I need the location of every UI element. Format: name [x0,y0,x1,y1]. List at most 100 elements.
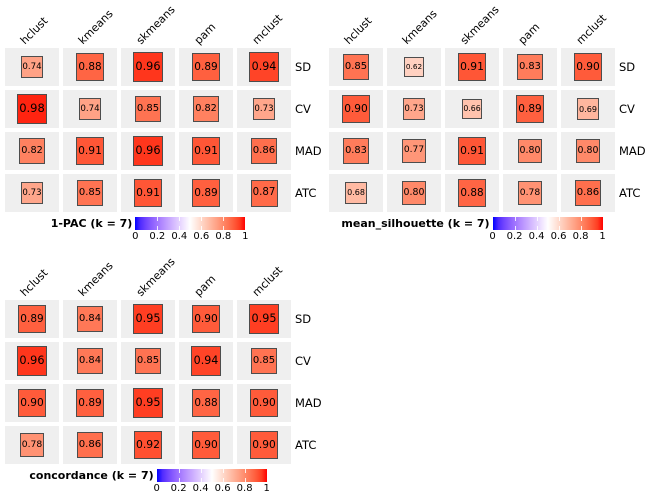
colorbar-tick-mark [536,217,538,221]
colorbar-tick-label: 0.8 [572,231,589,242]
row-label-atc: ATC [619,186,641,200]
heatmap-cell: 0.84 [63,342,117,380]
heatmap-cell: 0.90 [561,48,615,86]
colorbar-tick-mark [536,226,538,230]
column-label-pam: pam [191,20,219,47]
cell-value: 0.94 [251,60,277,74]
colorbar-gradient [135,217,246,230]
cell-value: 0.88 [78,60,102,73]
value-square: 0.80 [517,138,543,164]
legend-title: 1-PAC (k = 7) [50,217,133,230]
value-square: 0.62 [404,57,424,77]
cell-value: 0.82 [21,145,43,157]
value-square: 0.80 [401,180,427,206]
heatmap-cell: 0.66 [445,90,499,128]
cell-value: 0.74 [80,103,100,114]
value-square: 0.83 [517,54,543,80]
column-label-skmeans: skmeans [133,3,178,47]
cell-value: 0.68 [347,188,365,197]
row-label-mad: MAD [295,396,322,410]
colorbar-tick-mark [223,217,225,221]
cell-value: 0.85 [78,186,102,198]
heatmap-cell: 0.80 [561,132,615,170]
heatmap-cell: 0.96 [121,132,175,170]
colorbar-tick-mark [222,469,224,473]
cell-value: 0.91 [460,143,484,157]
value-square: 0.84 [77,306,103,332]
cell-value: 0.86 [252,144,276,156]
row-label-sd: SD [295,312,312,326]
cell-value: 0.98 [19,101,45,116]
heatmap-cell: 0.82 [5,132,59,170]
cell-value: 0.85 [136,102,160,114]
cell-value: 0.90 [252,396,276,409]
value-square: 0.90 [574,53,602,81]
colorbar-tick-label: 0 [132,231,139,242]
column-label-kmeans: kmeans [75,259,116,299]
value-square: 0.94 [249,52,279,82]
cell-value: 0.78 [21,439,43,451]
value-square: 0.69 [577,98,599,120]
cell-value: 0.92 [135,437,161,451]
heatmap-cell: 0.86 [63,426,117,464]
colorbar-tick-mark [514,217,516,221]
colorbar-tick-mark [179,217,181,221]
value-square: 0.82 [193,96,219,122]
cell-value: 0.96 [19,354,45,368]
heatmap-cell: 0.89 [5,300,59,338]
heatmap-cell: 0.84 [63,300,117,338]
value-square: 0.95 [133,388,163,418]
value-square: 0.73 [20,181,44,205]
legend-title: mean_silhouette (k = 7) [341,217,490,230]
colorbar-tick-label: 1 [263,483,270,494]
colorbar-tick-mark [179,226,181,230]
cell-value: 0.90 [194,438,218,451]
heatmap-cell: 0.73 [237,90,291,128]
cell-value: 0.80 [577,145,599,157]
value-square: 0.90 [250,431,278,459]
cell-value: 0.90 [20,396,44,409]
value-square: 0.73 [252,97,276,121]
value-square: 0.86 [76,431,104,459]
value-square: 0.96 [133,136,163,166]
value-square: 0.74 [78,97,102,121]
cell-value: 0.78 [519,187,541,199]
column-label-pam: pam [191,272,219,299]
colorbar-tick-label: 0.4 [192,483,209,494]
heatmap-cell: 0.86 [237,132,291,170]
cell-value: 0.77 [403,145,425,156]
heatmap-cell: 0.73 [387,90,441,128]
cell-value: 0.91 [460,59,484,73]
value-square: 0.91 [457,52,487,82]
heatmap-cell: 0.90 [237,426,291,464]
cell-value: 0.96 [135,60,161,74]
value-square: 0.88 [76,53,104,81]
value-square: 0.74 [20,55,44,79]
value-square: 0.88 [192,389,220,417]
value-square: 0.90 [250,389,278,417]
cell-value: 0.96 [135,144,161,158]
colorbar-tick-label: 0.4 [528,231,545,242]
value-square: 0.89 [18,305,46,333]
value-square: 0.91 [457,136,487,166]
colorbar-tick-mark [558,226,560,230]
heatmap-cell: 0.83 [503,48,557,86]
heatmap-cell: 0.91 [445,132,499,170]
cell-value: 0.89 [518,102,542,115]
heatmap-cell: 0.85 [63,174,117,212]
value-square: 0.86 [250,137,278,165]
value-square: 0.68 [345,182,367,204]
heatmap-cell: 0.74 [63,90,117,128]
heatmap-cell: 0.90 [179,300,233,338]
